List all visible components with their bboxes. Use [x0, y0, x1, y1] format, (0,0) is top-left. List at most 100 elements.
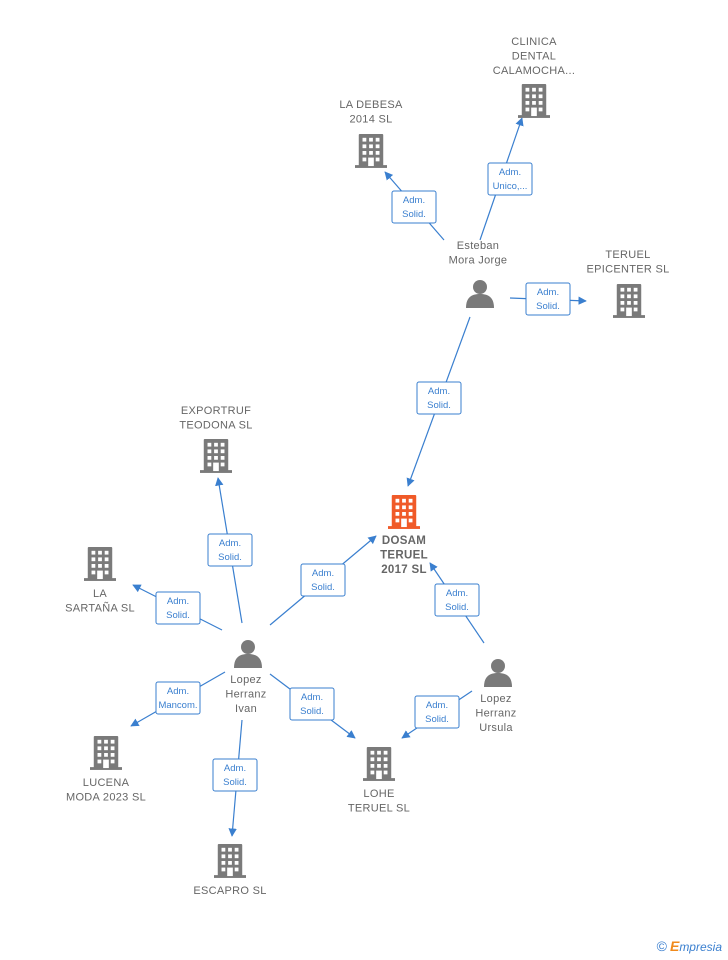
relation-badge[interactable]: [391, 190, 437, 224]
node-label-line: ESCAPRO SL: [193, 885, 266, 897]
node-label-line: DOSAM: [382, 535, 426, 547]
node-label-line: Lopez: [480, 693, 511, 705]
brand-logo-initial: E: [669, 938, 680, 954]
node-label-line: EXPORTRUF: [181, 405, 251, 417]
node-clinica[interactable]: CLINICADENTALCALAMOCHA...: [493, 36, 575, 118]
edge-ivan-to-dosam: Adm. Solid.: [269, 535, 377, 626]
edge-ivan-to-lucena: Adm. Mancom.: [130, 671, 226, 727]
node-teruel-epi[interactable]: TERUEL EPICENTER SL: [586, 249, 669, 318]
building-icon[interactable]: [518, 84, 550, 118]
relation-badge[interactable]: [487, 162, 533, 196]
brand-footer: ©Empresia: [657, 938, 722, 954]
node-exportruf[interactable]: EXPORTRUF TEODONA SL: [179, 405, 252, 473]
relation-label-line: Adm.: [167, 596, 189, 607]
relation-label-line: Solid.: [445, 602, 469, 613]
node-label-line: Mora Jorge: [449, 255, 508, 267]
node-label-line: Esteban: [457, 240, 499, 252]
building-icon[interactable]: [214, 844, 246, 878]
relation-label-line: Adm.: [219, 538, 241, 549]
relation-label-line: Adm.: [428, 386, 450, 397]
node-label-line: Ivan: [235, 703, 257, 715]
relation-label-line: Adm.: [224, 763, 246, 774]
node-label-line: LA DEBESA: [339, 99, 403, 111]
node-label-line: LA: [93, 588, 107, 600]
relation-badge[interactable]: [525, 282, 571, 316]
relation-label-line: Adm.: [301, 692, 323, 703]
node-label-line: 2014 SL: [349, 114, 392, 126]
edge-ursula-to-lohe: Adm. Solid.: [401, 690, 473, 739]
person-icon[interactable]: [466, 280, 494, 308]
relation-label-line: Mancom.: [158, 700, 197, 711]
relation-label-line: Solid.: [311, 582, 335, 593]
relation-label-line: Adm.: [426, 700, 448, 711]
edge-esteban-to-dosam: Adm. Solid.: [406, 316, 471, 487]
relation-label-line: Unico,...: [493, 181, 528, 192]
node-sartana[interactable]: LA SARTAÑA SL: [65, 547, 135, 615]
copyright-mark: ©: [656, 938, 667, 954]
node-label-line: DENTAL: [512, 51, 556, 63]
relation-label-line: Adm.: [312, 568, 334, 579]
relation-label-line: Solid.: [218, 552, 242, 563]
building-icon[interactable]: [355, 134, 387, 168]
relation-label-line: Solid.: [402, 209, 426, 220]
node-label-line: SARTAÑA SL: [65, 602, 135, 615]
edges-layer: Adm.Unico,...Adm.Solid.Adm.Solid.Adm.Sol…: [130, 117, 587, 837]
relation-badge[interactable]: [414, 695, 460, 729]
node-label-line: LUCENA: [83, 777, 130, 789]
node-label-line: MODA 2023 SL: [66, 792, 146, 804]
edge-esteban-to-teruel-epi: Adm. Solid.: [509, 282, 587, 316]
node-label-line: CLINICA: [511, 36, 557, 48]
node-debesa[interactable]: LA DEBESA 2014 SL: [339, 99, 403, 168]
relation-badge[interactable]: [300, 563, 346, 597]
building-icon[interactable]: [613, 284, 645, 318]
relation-label-line: Solid.: [536, 301, 560, 312]
relation-label-line: Adm.: [167, 686, 189, 697]
node-label-line: TERUEL: [605, 249, 650, 261]
relation-label-line: Adm.: [446, 588, 468, 599]
edge-ivan-to-sartana: Adm. Solid.: [132, 584, 223, 631]
node-label-line: Herranz: [475, 708, 516, 720]
relation-badge[interactable]: [434, 583, 480, 617]
relation-badge[interactable]: [155, 681, 201, 715]
node-label-line: LOHE: [363, 788, 394, 800]
edge-esteban-to-clinica: Adm.Unico,...: [479, 117, 533, 241]
building-icon[interactable]: [90, 736, 122, 770]
relation-label-line: Solid.: [223, 777, 247, 788]
node-escapro[interactable]: ESCAPRO SL: [193, 844, 266, 897]
edge-ivan-to-lohe: Adm. Solid.: [269, 673, 356, 739]
relation-badge[interactable]: [416, 381, 462, 415]
relation-label-line: Solid.: [166, 610, 190, 621]
relation-label-line: Solid.: [300, 706, 324, 717]
relation-badge[interactable]: [155, 591, 201, 625]
relation-label-line: Adm.: [403, 195, 425, 206]
node-dosam[interactable]: DOSAM TERUEL 2017 SL: [380, 495, 428, 576]
building-icon[interactable]: [84, 547, 116, 581]
node-label-line: TEODONA SL: [179, 420, 252, 432]
relation-label-line: Adm.: [537, 287, 559, 298]
node-label-line: EPICENTER SL: [586, 264, 669, 276]
relation-label-line: Solid.: [427, 400, 451, 411]
node-label-line: 2017 SL: [381, 564, 427, 576]
node-label-line: Ursula: [479, 722, 513, 734]
relation-badge[interactable]: [289, 687, 335, 721]
relation-badge[interactable]: [212, 758, 258, 792]
relation-badge[interactable]: [207, 533, 253, 567]
brand-logo-text: mpresia: [679, 940, 722, 954]
person-icon[interactable]: [484, 659, 512, 687]
node-label-line: Lopez: [230, 674, 261, 686]
building-icon[interactable]: [200, 439, 232, 473]
building-icon[interactable]: [363, 747, 395, 781]
node-label-line: TERUEL: [380, 550, 428, 562]
relation-label-line: Solid.: [425, 714, 449, 725]
edge-ivan-to-escapro: Adm. Solid.: [212, 719, 258, 837]
building-icon[interactable]: [388, 495, 420, 529]
person-icon[interactable]: [234, 640, 262, 668]
node-lucena[interactable]: LUCENA MODA 2023 SL: [66, 736, 146, 804]
edge-esteban-to-debesa: Adm. Solid.: [384, 171, 445, 241]
